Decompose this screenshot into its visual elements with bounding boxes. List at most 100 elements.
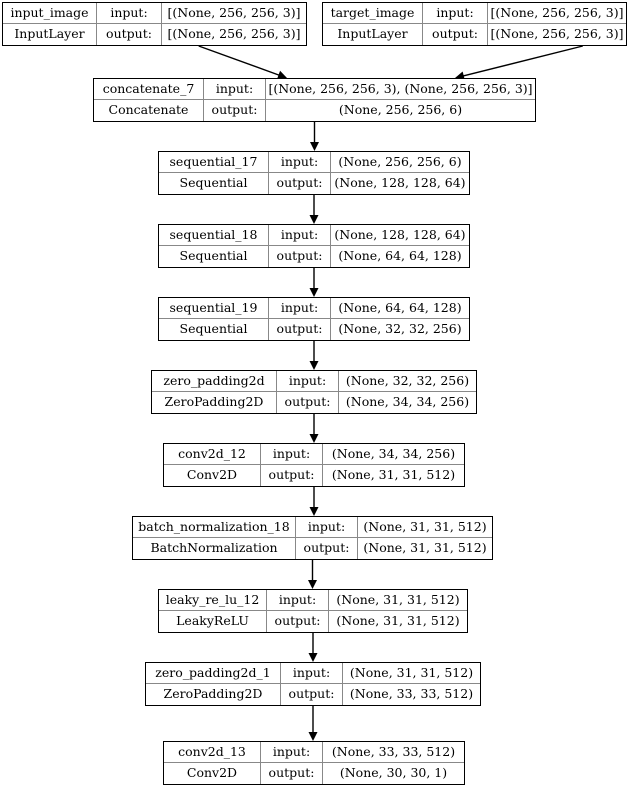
layer-node-leaky_re_lu_12-type: LeakyReLU <box>159 611 267 632</box>
edge-input_image-to-concatenate_7 <box>198 45 280 76</box>
layer-node-target_image-name: target_image <box>323 3 423 23</box>
layer-node-batch_normalization_18-output-shape: (None, 31, 31, 512) <box>363 540 487 556</box>
layer-node-conv2d_12-input-label: input: <box>261 444 323 464</box>
layer-node-sequential_18-name: sequential_18 <box>159 225 269 245</box>
layer-node-sequential_18-type: Sequential <box>159 246 269 267</box>
edge-sequential_17-to-sequential_18-arrowhead <box>309 215 319 224</box>
layer-node-sequential_18-output-label: output: <box>269 246 331 267</box>
layer-node-input_image-type: InputLayer <box>3 24 97 45</box>
layer-node-sequential_18-output-shape: (None, 64, 64, 128) <box>338 248 462 264</box>
layer-node-conv2d_12-input-shape: (None, 34, 34, 256) <box>331 445 456 461</box>
layer-node-leaky_re_lu_12-output-label: output: <box>267 611 329 632</box>
layer-node-sequential_17-output-label: output: <box>269 173 331 194</box>
layer-node-concatenate_7-input-shape: [(None, 256, 256, 3), (None, 256, 256, 3… <box>268 80 533 96</box>
layer-node-input_image-name: input_image <box>3 3 97 23</box>
layer-node-conv2d_13-output-shape: (None, 30, 30, 1) <box>339 765 448 781</box>
layer-node-zero_padding2d_1-type: ZeroPadding2D <box>146 684 281 705</box>
layer-node-batch_normalization_18-name: batch_normalization_18 <box>133 517 296 537</box>
layer-node-zero_padding2d_1-output-label: output: <box>281 684 343 705</box>
layer-node-batch_normalization_18-input-label: input: <box>296 517 358 537</box>
layer-node-zero_padding2d-input-shape: (None, 32, 32, 256) <box>345 372 470 388</box>
layer-node-input_image-output-label: output: <box>97 24 162 45</box>
layer-node-leaky_re_lu_12-input-shape: (None, 31, 31, 512) <box>336 591 460 607</box>
layer-node-sequential_19-output-shape: (None, 32, 32, 256) <box>338 321 462 337</box>
layer-node-leaky_re_lu_12-name: leaky_re_lu_12 <box>159 590 267 610</box>
layer-node-sequential_18-input-label: input: <box>269 225 331 245</box>
edge-sequential_18-to-sequential_19-arrowhead <box>309 288 319 297</box>
layer-node-conv2d_12-type: Conv2D <box>164 465 261 486</box>
layer-node-concatenate_7-output-label: output: <box>204 100 266 121</box>
edge-target_image-to-concatenate_7 <box>463 45 583 77</box>
edge-concatenate_7-to-sequential_17-arrowhead <box>310 142 319 151</box>
layer-node-leaky_re_lu_12-output-shape: (None, 31, 31, 512) <box>336 613 460 629</box>
layer-node-batch_normalization_18-output-label: output: <box>296 538 358 559</box>
layer-node-sequential_17-type: Sequential <box>159 173 269 194</box>
layer-node-conv2d_13-name: conv2d_13 <box>164 742 261 762</box>
edge-leaky_re_lu_12-to-zero_padding2d_1-arrowhead <box>308 653 318 662</box>
layer-node-zero_padding2d-output-label: output: <box>277 392 339 413</box>
layer-node-zero_padding2d-input-label: input: <box>277 371 339 391</box>
layer-node-sequential_17-output-shape: (None, 128, 128, 64) <box>334 175 466 191</box>
layer-node-sequential_19-input-label: input: <box>269 298 331 318</box>
layer-node-concatenate_7-input-label: input: <box>204 79 266 99</box>
edge-zero_padding2d-to-conv2d_12-arrowhead <box>309 434 319 443</box>
layer-node-zero_padding2d_1-output-shape: (None, 33, 33, 512) <box>349 686 474 702</box>
layer-node-conv2d_12-name: conv2d_12 <box>164 444 261 464</box>
layer-node-zero_padding2d-output-shape: (None, 34, 34, 256) <box>345 394 470 410</box>
layer-node-sequential_19-name: sequential_19 <box>159 298 269 318</box>
layer-node-conv2d_13-type: Conv2D <box>164 763 261 784</box>
layer-node-zero_padding2d_1-name: zero_padding2d_1 <box>146 663 281 683</box>
layer-node-target_image-input-label: input: <box>423 3 488 23</box>
layer-node-conv2d_13-input-shape: (None, 33, 33, 512) <box>331 743 456 759</box>
layer-node-concatenate_7-name: concatenate_7 <box>94 79 204 99</box>
layer-node-input_image-output-shape: [(None, 256, 256, 3)] <box>167 26 301 42</box>
layer-node-target_image-output-shape: [(None, 256, 256, 3)] <box>490 26 624 42</box>
edge-sequential_19-to-zero_padding2d-arrowhead <box>309 361 319 370</box>
layer-node-sequential_18-input-shape: (None, 128, 128, 64) <box>334 226 466 242</box>
layer-node-zero_padding2d-type: ZeroPadding2D <box>152 392 277 413</box>
layer-node-target_image-input-shape: [(None, 256, 256, 3)] <box>490 4 624 20</box>
layer-node-conv2d_13-input-label: input: <box>261 742 323 762</box>
layer-node-conv2d_12-output-shape: (None, 31, 31, 512) <box>331 467 456 483</box>
edge-zero_padding2d_1-to-conv2d_13-arrowhead <box>308 732 318 741</box>
layer-node-input_image-input-label: input: <box>97 3 162 23</box>
edge-conv2d_12-to-batch_normalization_18-arrowhead <box>309 507 319 516</box>
layer-node-zero_padding2d_1-input-label: input: <box>281 663 343 683</box>
layer-node-sequential_19-type: Sequential <box>159 319 269 340</box>
layer-node-input_image-input-shape: [(None, 256, 256, 3)] <box>167 4 301 20</box>
layer-node-sequential_17-input-label: input: <box>269 152 331 172</box>
layer-node-zero_padding2d_1-input-shape: (None, 31, 31, 512) <box>349 664 474 680</box>
